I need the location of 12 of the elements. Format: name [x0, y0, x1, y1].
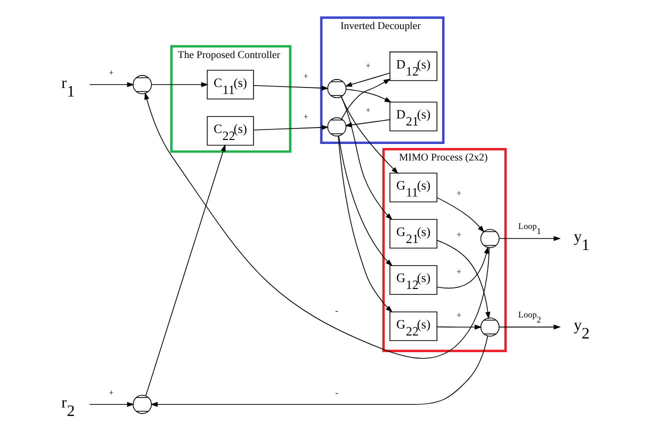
edge-label: +	[303, 112, 308, 122]
edge-label: +	[108, 387, 114, 398]
edge-label: +	[108, 68, 114, 78]
edge-label: +	[366, 105, 371, 116]
edge-label: +	[456, 310, 462, 320]
edge-label: +	[456, 188, 462, 198]
edge-label: -	[335, 305, 338, 316]
edge-label: +	[456, 230, 462, 240]
edge-label: +	[366, 60, 371, 71]
edge-label: -	[335, 387, 338, 398]
edge-label: +	[303, 70, 308, 81]
edge-label: +	[456, 266, 462, 276]
